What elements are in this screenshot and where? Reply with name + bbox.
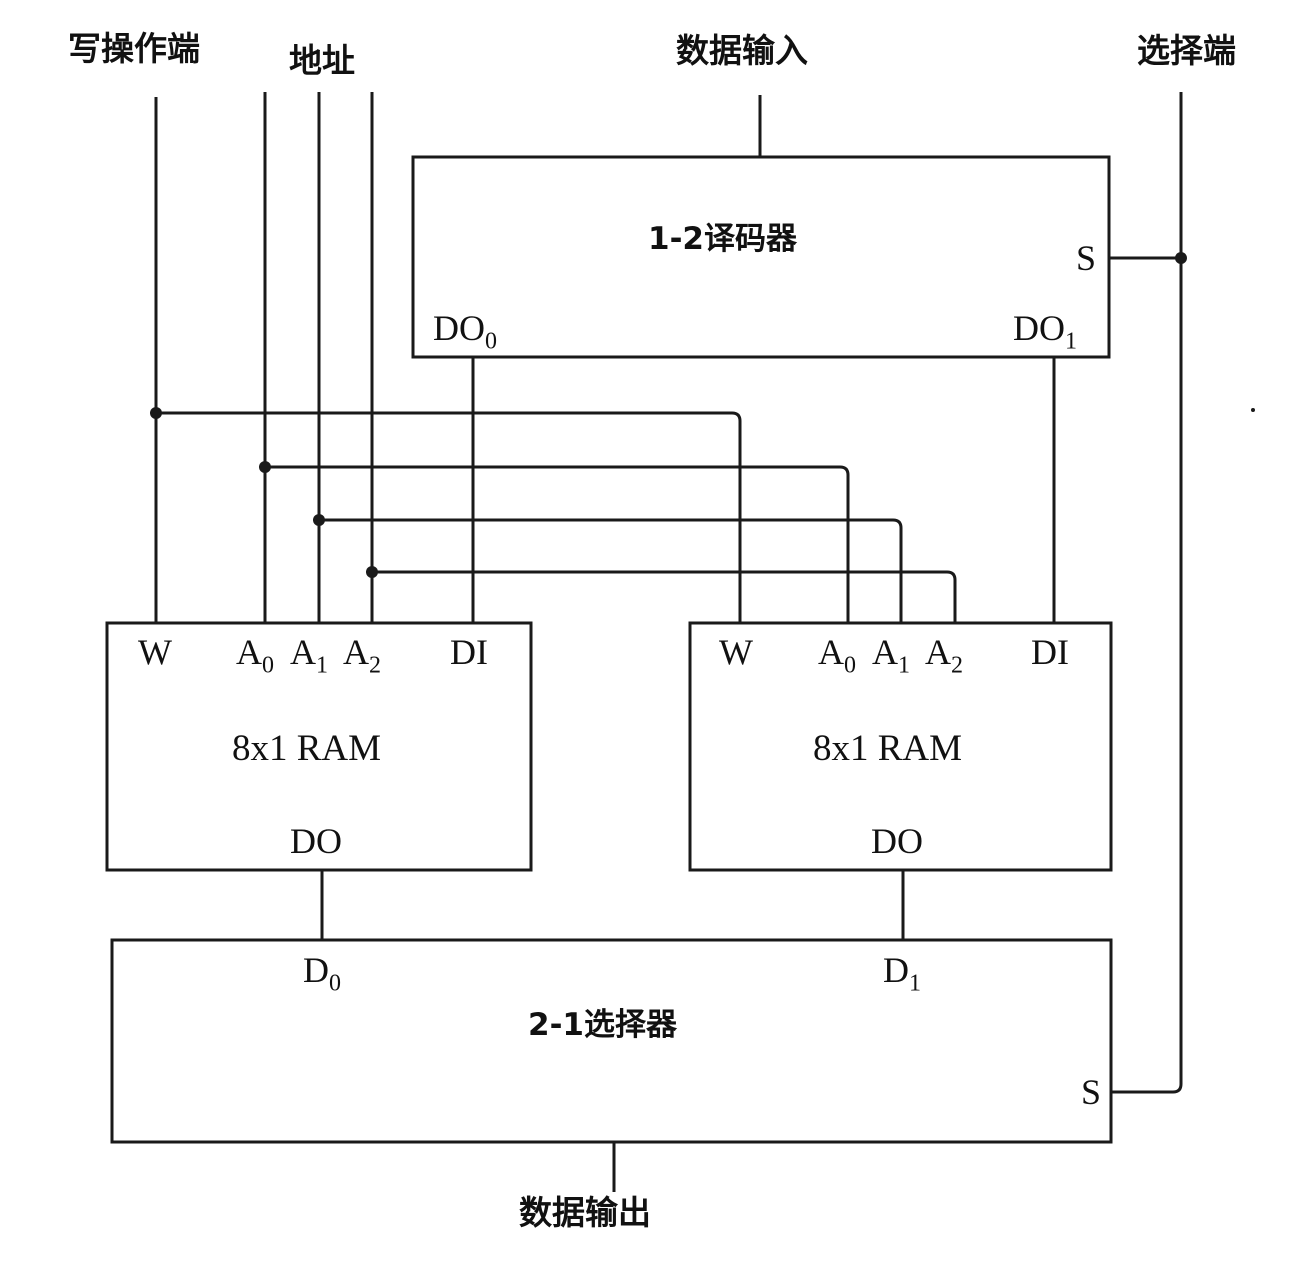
ram-right-title: 8x1 RAM xyxy=(813,728,963,769)
a2-branch xyxy=(372,570,957,623)
decoder-do1-pin: DO1 xyxy=(1013,308,1077,355)
junction-dot xyxy=(150,407,162,419)
ram-right-a2-pin: A2 xyxy=(925,632,963,679)
a0-branch xyxy=(265,465,850,623)
a1-branch xyxy=(319,518,903,623)
ram-left-a2-pin: A2 xyxy=(343,632,381,679)
decoder-block xyxy=(411,155,1111,359)
scan-speck xyxy=(1251,408,1255,412)
junction-dot xyxy=(313,514,325,526)
data-output-label: 数据输出 xyxy=(519,1193,651,1232)
address-label: 地址 xyxy=(289,41,355,80)
ram-left-w-pin: W xyxy=(138,632,172,672)
decoder-s-pin: S xyxy=(1076,238,1097,278)
mux-d1-pin: D1 xyxy=(883,950,921,997)
write-branch xyxy=(156,411,742,623)
ram-right-a1-pin: A1 xyxy=(872,632,910,679)
decoder-title: 1-2译码器 xyxy=(648,221,798,257)
ram-left-a1-pin: A1 xyxy=(290,632,328,679)
ram-right-block xyxy=(688,621,1113,872)
ram-right-a0-pin: A0 xyxy=(818,632,856,679)
mux-d0-pin: D0 xyxy=(303,950,341,997)
mux-block xyxy=(110,938,1113,1144)
ram-right-do-pin: DO xyxy=(871,821,923,861)
select-to-mux-line xyxy=(1111,1083,1183,1094)
ram-left-a0-pin: A0 xyxy=(236,632,274,679)
junction-dot xyxy=(366,566,378,578)
junction-dot xyxy=(259,461,271,473)
decoder-do0-pin: DO0 xyxy=(433,308,497,355)
select-port-label: 选择端 xyxy=(1137,31,1236,70)
mux-s-pin: S xyxy=(1081,1072,1102,1112)
ram-left-di-pin: DI xyxy=(450,632,488,672)
ram-right-di-pin: DI xyxy=(1031,632,1069,672)
ram-left-title: 8x1 RAM xyxy=(232,728,382,769)
ram-left-do-pin: DO xyxy=(290,821,342,861)
data-input-label: 数据输入 xyxy=(676,31,808,70)
ram-right-w-pin: W xyxy=(719,632,753,672)
write-port-label: 写操作端 xyxy=(68,29,200,68)
junction-dot xyxy=(1175,252,1187,264)
mux-title: 2-1选择器 xyxy=(528,1007,678,1043)
ram-left-block xyxy=(105,621,533,872)
